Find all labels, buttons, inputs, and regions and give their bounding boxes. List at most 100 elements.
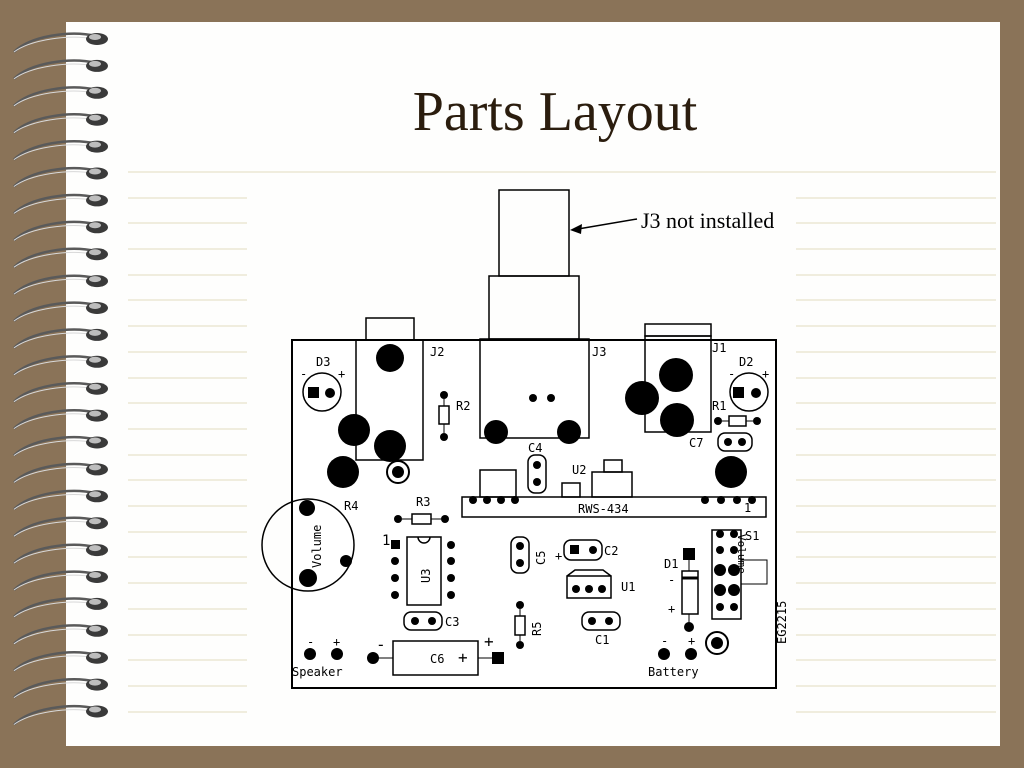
spiral-ring (13, 59, 108, 80)
c3-capacitor (403, 611, 443, 631)
label-j2: J2 (430, 345, 444, 359)
spiral-ring (13, 382, 108, 403)
label-d1: D1 (664, 557, 678, 571)
j3-pads (484, 394, 581, 444)
spiral-ring (13, 597, 108, 618)
c2-capacitor (563, 539, 603, 561)
svg-text:+: + (338, 367, 345, 381)
spiral-ring (13, 516, 108, 538)
label-c2: C2 (604, 544, 618, 558)
d3-led (302, 372, 342, 412)
label-r5: R5 (530, 622, 544, 636)
r4-volume-pot (261, 498, 355, 592)
label-r4: R4 (344, 499, 358, 513)
annotation-text: J3 not installed (641, 208, 774, 233)
label-c4: C4 (528, 441, 542, 455)
c1-capacitor (581, 611, 621, 631)
label-d3: D3 (316, 355, 330, 369)
spiral-ring (13, 86, 108, 107)
r4-pad (327, 456, 359, 488)
spiral-ring (13, 193, 108, 215)
label-c7: C7 (689, 436, 703, 450)
annotation-arrow (570, 218, 638, 234)
label-r3: R3 (416, 495, 430, 509)
battery-pads (658, 648, 697, 660)
spiral-ring (13, 113, 108, 134)
label-j3: J3 (592, 345, 606, 359)
slide-title: Parts Layout (412, 81, 698, 143)
svg-text:-: - (376, 635, 386, 654)
label-speaker: Speaker (292, 665, 343, 679)
d2-led (729, 372, 769, 412)
s1-switch (705, 529, 768, 655)
label-eg2215: EG2215 (775, 601, 789, 644)
label-r2: R2 (456, 399, 470, 413)
svg-text:-: - (661, 634, 668, 648)
spiral-ring (13, 167, 108, 188)
spiral-ring (13, 462, 108, 484)
svg-text:+: + (688, 634, 695, 648)
label-battery: Battery (648, 665, 699, 679)
spiral-ring (13, 409, 108, 430)
c5-capacitor (510, 536, 530, 574)
rws-434-module (461, 459, 767, 518)
svg-text:+: + (555, 549, 562, 563)
label-volume: Volume (310, 525, 324, 568)
spiral-ring (13, 436, 108, 457)
c4-capacitor (527, 454, 547, 494)
label-rws-434: RWS-434 (578, 502, 629, 516)
spiral-ring (13, 301, 108, 322)
svg-text:+: + (484, 632, 494, 651)
spiral-ring (13, 570, 108, 591)
polarity-marks: - + - + + - + - + - + - + (300, 367, 769, 654)
spiral-ring (13, 274, 108, 296)
spiral-ring (13, 705, 108, 726)
spiral-ring (13, 543, 108, 565)
svg-text:-: - (668, 573, 675, 587)
c7-capacitor (717, 432, 753, 452)
label-s1: S1 (745, 529, 759, 543)
spiral-ring (13, 140, 108, 161)
label-volume-mark: Volume (735, 534, 748, 574)
spiral-ring (13, 247, 108, 269)
u3-ic (391, 536, 455, 606)
j3-connector (479, 189, 590, 439)
label-u3-pin1: 1 (382, 533, 390, 549)
j1-jack (625, 323, 712, 437)
spiral-ring (13, 489, 108, 511)
svg-text:+: + (668, 602, 675, 616)
svg-text:-: - (300, 367, 307, 381)
label-c6: C6 (430, 652, 444, 666)
label-c5: C5 (534, 551, 548, 565)
label-r1: R1 (712, 399, 726, 413)
label-u2: U2 (572, 463, 586, 477)
c6-capacitor (367, 640, 504, 676)
j1-extra-pad (715, 456, 747, 488)
j2-jack (338, 317, 424, 484)
label-c3: C3 (445, 615, 459, 629)
label-u1: U1 (621, 580, 635, 594)
silkscreen-labels: J2 J3 J1 D3 D2 R2 R1 C4 C7 U2 R3 R4 RWS-… (292, 341, 789, 679)
spiral-ring (13, 32, 108, 53)
label-rws-pin1: 1 (744, 501, 751, 515)
label-d2: D2 (739, 355, 753, 369)
c6-plus-mark: + (458, 648, 468, 667)
svg-text:-: - (728, 367, 735, 381)
d1-diode (681, 548, 699, 632)
r3-resistor (394, 513, 449, 525)
label-u3: U3 (419, 569, 433, 583)
speaker-pads (304, 648, 343, 660)
r1-resistor (714, 415, 761, 427)
spiral-ring (13, 678, 108, 699)
spiral-ring (13, 328, 108, 349)
spiral-ring (13, 355, 108, 376)
label-j1: J1 (712, 341, 726, 355)
spiral-ring (13, 624, 108, 645)
spiral-ring (13, 651, 108, 672)
svg-text:+: + (333, 635, 340, 649)
r2-resistor (438, 391, 450, 441)
svg-text:+: + (762, 367, 769, 381)
